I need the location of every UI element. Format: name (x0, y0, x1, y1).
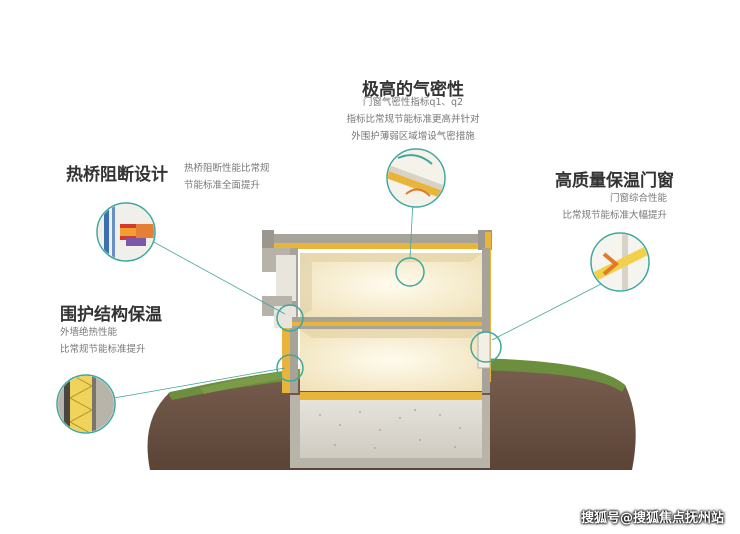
leader-airtight (409, 199, 414, 259)
right-wall (482, 248, 490, 393)
grass-layer (168, 358, 626, 400)
lower-room (300, 329, 482, 391)
leader-envelope (113, 367, 286, 399)
roof-parapet-left (262, 230, 274, 248)
marker-airtight (395, 257, 425, 287)
airtight-desc-line: 外围护薄弱区域增设气密措施 (351, 131, 475, 142)
watermark: 搜狐号@搜狐焦点抚州站 (580, 511, 724, 526)
envelope-desc-line: 比常规节能标准提升 (60, 344, 146, 355)
thermal-bridge-desc-line: 热桥阻断性能比常规 (184, 163, 270, 174)
basement-texture (319, 409, 461, 449)
thermal-bridge-title: 热桥阻断设计 (66, 165, 168, 185)
windows-desc-line: 门窗综合性能 (609, 193, 667, 204)
envelope-title: 围护结构保温 (60, 305, 162, 325)
windows-desc: 门窗综合性能 比常规节能标准大幅提升 (540, 190, 667, 224)
detail-thermal-bridge (96, 202, 156, 262)
detail-envelope (56, 374, 116, 434)
airtight-desc-line: 指标比常规节能标准更高并针对 (346, 114, 480, 125)
detail-airtight (386, 148, 446, 208)
envelope-desc: 外墙绝热性能 比常规节能标准提升 (60, 324, 146, 358)
windows-desc-line: 比常规节能标准大幅提升 (562, 210, 667, 221)
detail-windows (590, 232, 650, 292)
basement-room (300, 400, 482, 458)
airtight-title: 极高的气密性 (362, 80, 464, 100)
leader-thermal-bridge (149, 239, 286, 315)
airtight-desc: 门窗气密性指标q1、q2 指标比常规节能标准更高并针对 外围护薄弱区域增设气密措… (328, 94, 498, 145)
airtight-desc-line: 门窗气密性指标q1、q2 (362, 97, 464, 108)
envelope-desc-line: 外墙绝热性能 (60, 327, 118, 338)
marker-envelope (276, 354, 304, 382)
leader-windows (491, 281, 606, 341)
marker-windows (470, 331, 502, 363)
marker-thermal-bridge (276, 304, 304, 332)
thermal-bridge-desc: 热桥阻断性能比常规 节能标准全面提升 (184, 160, 270, 194)
thermal-bridge-desc-line: 节能标准全面提升 (184, 180, 261, 191)
windows-title: 高质量保温门窗 (555, 171, 674, 191)
upper-room (300, 253, 482, 317)
